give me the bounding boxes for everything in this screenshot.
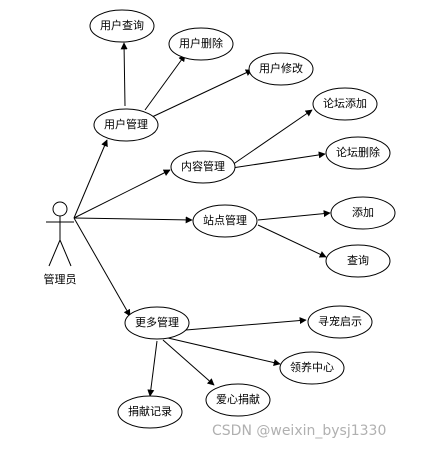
actor-leg-left [48,239,61,267]
use-case-forum-add-label: 论坛添加 [323,96,367,110]
use-case-love-donation-shape[interactable] [205,383,271,417]
use-case-forum-add-shape[interactable] [312,87,378,121]
use-case-donation-record-label: 捐献记录 [128,404,172,418]
use-case-donation-record-shape[interactable] [117,395,183,429]
use-case-adoption-center-shape[interactable] [279,351,345,385]
edge-user-mgmt-modify [151,69,253,118]
use-case-add-shape[interactable] [330,196,396,230]
edge-site-mgmt-query [257,224,327,258]
use-case-query[interactable]: 查询 [325,244,391,278]
actor-admin [46,201,74,267]
use-case-query-shape[interactable] [325,244,391,278]
use-case-user-query-label: 用户查询 [100,18,144,32]
use-case-content-mgmt[interactable]: 内容管理 [170,150,236,184]
edge-actor-content-mgmt [73,169,171,219]
use-case-more-mgmt-label: 更多管理 [135,315,179,329]
use-case-content-mgmt-shape[interactable] [170,150,236,184]
use-case-user-mgmt-label: 用户管理 [104,117,148,131]
edge-actor-site-mgmt [73,216,193,224]
use-case-user-delete-label: 用户删除 [179,36,223,50]
use-case-love-donation[interactable]: 爱心捐献 [205,383,271,417]
use-case-content-mgmt-label: 内容管理 [181,159,225,173]
use-case-love-donation-label: 爱心捐献 [216,392,260,406]
edge-more-mgmt-donation-record [147,340,158,397]
use-case-user-mgmt[interactable]: 用户管理 [93,108,159,142]
use-case-adoption-center-label: 领养中心 [290,360,334,374]
use-case-more-mgmt-shape[interactable] [124,306,190,340]
use-case-user-delete[interactable]: 用户删除 [168,27,234,61]
edge-actor-more-mgmt [73,217,131,317]
use-case-user-modify-shape[interactable] [248,52,314,86]
use-case-query-label: 查询 [347,253,369,267]
edge-more-mgmt-pet-notice [185,317,307,331]
use-case-forum-delete-shape[interactable] [325,136,391,170]
use-case-donation-record[interactable]: 捐献记录 [117,395,183,429]
edge-more-mgmt-love-donation [162,339,215,386]
use-case-add-label: 添加 [352,205,374,219]
use-case-user-delete-shape[interactable] [168,27,234,61]
edges [73,42,331,397]
edge-user-mgmt-query [120,42,128,107]
use-case-site-mgmt[interactable]: 站点管理 [192,204,258,238]
use-case-site-mgmt-label: 站点管理 [203,213,247,227]
use-case-user-query-shape[interactable] [89,9,155,43]
use-case-forum-delete-label: 论坛删除 [336,145,380,159]
actor-label: 管理员 [44,272,77,286]
edge-user-mgmt-delete [144,54,186,111]
use-case-adoption-center[interactable]: 领养中心 [279,351,345,385]
actor-head [52,201,68,217]
actor-leg-right [59,239,72,267]
edge-content-mgmt-forum-add [231,109,313,166]
use-case-user-modify[interactable]: 用户修改 [248,52,314,86]
use-case-more-mgmt[interactable]: 更多管理 [124,306,190,340]
use-case-forum-add[interactable]: 论坛添加 [312,87,378,121]
use-case-user-mgmt-shape[interactable] [93,108,159,142]
use-case-user-query[interactable]: 用户查询 [89,9,155,43]
use-case-pet-notice-shape[interactable] [307,305,373,339]
use-case-forum-delete[interactable]: 论坛删除 [325,136,391,170]
use-case-site-mgmt-shape[interactable] [192,204,258,238]
use-case-pet-notice[interactable]: 寻宠启示 [307,305,373,339]
edge-actor-user-mgmt [73,139,108,219]
use-case-pet-notice-label: 寻宠启示 [318,314,362,328]
use-case-user-modify-label: 用户修改 [259,61,303,75]
use-case-add[interactable]: 添加 [330,196,396,230]
watermark: CSDN @weixin_bysj1330 [212,423,386,439]
edge-content-mgmt-forum-delete [231,151,326,169]
edge-site-mgmt-add [257,210,331,221]
edge-more-mgmt-adoption [167,337,281,366]
